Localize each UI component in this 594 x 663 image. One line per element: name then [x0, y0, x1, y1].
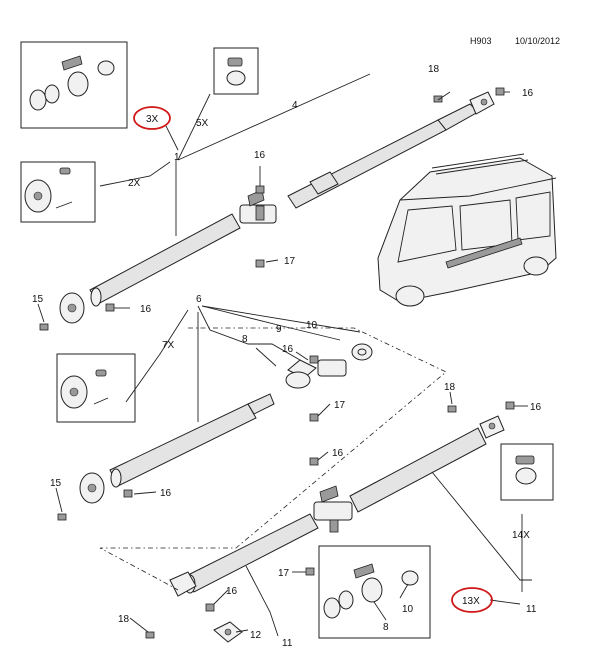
callout-16-lower-right: 16 — [530, 402, 542, 413]
callout-8-lower: 8 — [383, 622, 389, 633]
callout-17-middle: 17 — [334, 400, 346, 411]
callout-8-upper: 8 — [242, 334, 248, 345]
upper-front-flex-disc — [59, 292, 85, 324]
detail-box-seal-kit — [20, 41, 128, 129]
callout-6: 6 — [196, 294, 202, 305]
callout-15-upper: 15 — [32, 294, 44, 305]
detail-box-flex-disc — [20, 161, 96, 223]
diagram-code: H903 — [470, 36, 492, 46]
detail-box-universal-joint-14x — [500, 443, 554, 501]
diagram-date: 10/10/2012 — [515, 36, 560, 46]
callout-5x: 5X — [196, 118, 209, 129]
callout-3x: 3X — [146, 114, 159, 125]
callout-16-lower-bearing: 16 — [332, 448, 344, 459]
middle-propeller-shaft — [109, 393, 275, 488]
callout-11-right: 11 — [526, 604, 537, 615]
callout-2x: 2X — [128, 178, 141, 189]
highlight-circle-3x — [133, 106, 171, 130]
callout-18-middle: 18 — [444, 382, 456, 393]
callout-10-upper: 10 — [306, 320, 318, 331]
leader-lines — [37, 73, 532, 637]
lower-rear-flange — [479, 415, 505, 439]
callout-16-upper-bearing: 16 — [254, 150, 266, 161]
callout-4: 4 — [292, 100, 298, 111]
detail-box-universal-joint — [213, 47, 259, 95]
middle-front-flex-disc — [79, 472, 105, 504]
bolt-hardware — [39, 87, 515, 639]
upper-rear-flange — [469, 91, 495, 115]
callout-9: 9 — [276, 324, 282, 335]
callout-15-lower: 15 — [50, 478, 62, 489]
callout-16-middle-disc: 16 — [160, 488, 172, 499]
bottom-flange-12 — [213, 621, 243, 643]
center-bearing-exploded — [285, 343, 373, 389]
upper-center-bearing — [239, 189, 277, 224]
lower-center-bearing — [313, 485, 353, 533]
callout-18-top: 18 — [428, 64, 440, 75]
assembly-group-outline — [99, 327, 447, 591]
callout-11-bottom: 11 — [282, 638, 293, 649]
callout-7x: 7X — [162, 340, 175, 351]
callout-17-lower: 17 — [278, 568, 290, 579]
callout-16-top-right: 16 — [522, 88, 534, 99]
callout-10-lower: 10 — [402, 604, 414, 615]
detail-box-flex-disc-7x — [56, 353, 136, 423]
callout-13x: 13X — [462, 596, 480, 607]
van-illustration — [377, 153, 557, 307]
callout-17-upper: 17 — [284, 256, 296, 267]
callout-18-bottom: 18 — [118, 614, 130, 625]
callout-16-upper-disc: 16 — [140, 304, 152, 315]
callout-1: 1 — [174, 152, 180, 163]
callout-16-middle-bearing: 16 — [282, 344, 294, 355]
callout-12: 12 — [250, 630, 262, 641]
detail-box-seal-kit-bottom — [318, 545, 431, 639]
highlight-circle-13x — [451, 587, 493, 613]
lower-front-universal-joint — [169, 571, 197, 597]
callout-14x: 14X — [512, 530, 530, 541]
callout-16-bottom: 16 — [226, 586, 238, 597]
upper-propeller-shaft — [89, 103, 479, 307]
